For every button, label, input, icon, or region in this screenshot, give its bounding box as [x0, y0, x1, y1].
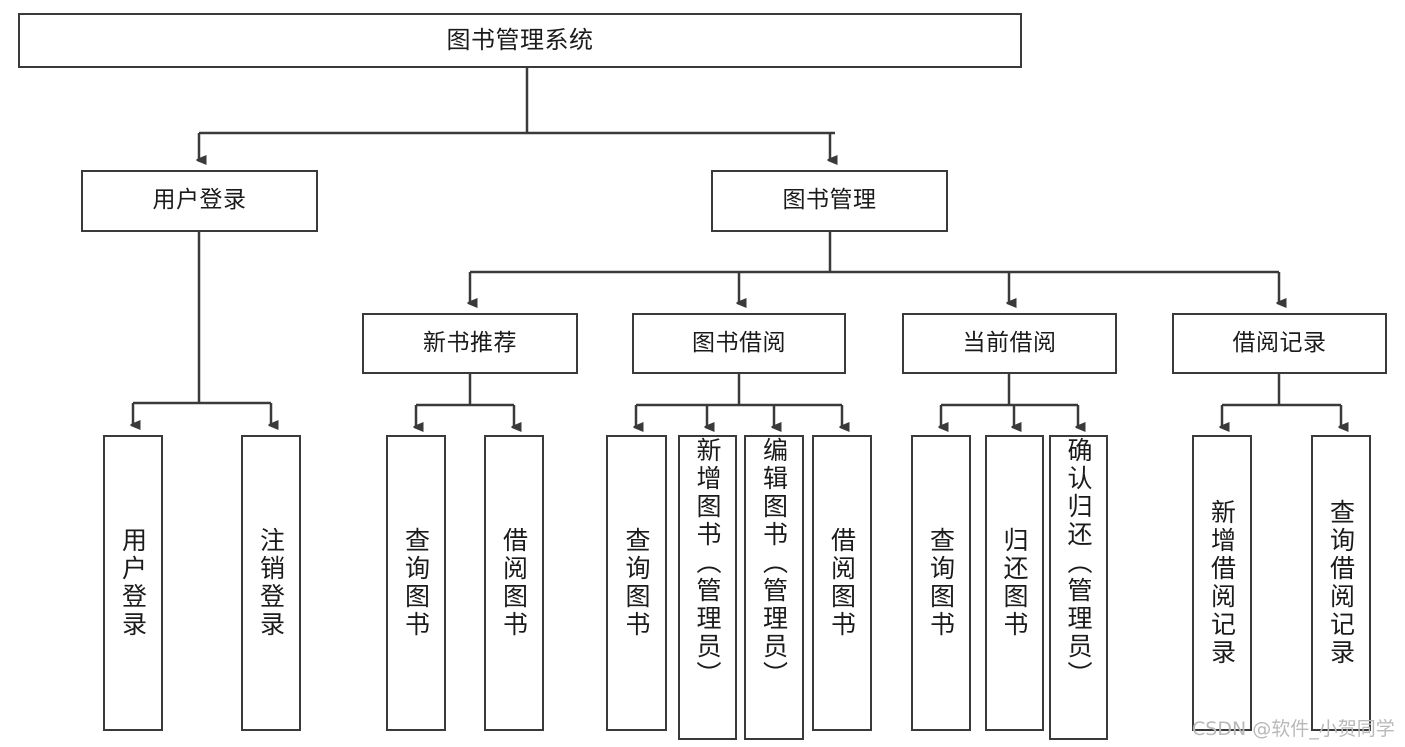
leaf-user-login-label: 用户登录 — [118, 527, 148, 639]
node-book-borrow-label: 图书借阅 — [692, 329, 786, 356]
leaf-query-book-borrow[interactable]: 查询图书 — [606, 435, 667, 731]
leaf-borrow-book-rec[interactable]: 借阅图书 — [484, 435, 544, 731]
leaf-query-book-rec-label: 查询图书 — [401, 527, 431, 639]
leaf-add-book[interactable]: 新增图书（管理员） — [678, 435, 737, 740]
leaf-query-book-current-label: 查询图书 — [926, 527, 956, 639]
node-borrow-record[interactable]: 借阅记录 — [1172, 313, 1387, 374]
node-root[interactable]: 图书管理系统 — [18, 13, 1022, 68]
node-book-manage-label: 图书管理 — [782, 187, 877, 214]
leaf-user-login[interactable]: 用户登录 — [103, 435, 163, 731]
leaf-add-borrow-record-label: 新增借阅记录 — [1207, 499, 1237, 667]
leaf-confirm-return[interactable]: 确认归还（管理员） — [1049, 435, 1108, 740]
leaf-add-book-label: 新增图书（管理员） — [693, 437, 722, 689]
node-book-borrow[interactable]: 图书借阅 — [632, 313, 846, 374]
node-borrow-record-label: 借阅记录 — [1232, 329, 1327, 356]
leaf-logout-label: 注销登录 — [256, 527, 286, 639]
leaf-borrow-book[interactable]: 借阅图书 — [812, 435, 872, 731]
leaf-confirm-return-label: 确认归还（管理员） — [1064, 437, 1093, 689]
node-new-book-recommend-label: 新书推荐 — [423, 329, 517, 356]
leaf-add-borrow-record[interactable]: 新增借阅记录 — [1192, 435, 1252, 731]
leaf-query-book-current[interactable]: 查询图书 — [911, 435, 971, 731]
node-new-book-recommend[interactable]: 新书推荐 — [362, 313, 578, 374]
leaf-query-borrow-record-label: 查询借阅记录 — [1326, 499, 1356, 667]
leaf-return-book[interactable]: 归还图书 — [985, 435, 1044, 731]
leaf-query-book-borrow-label: 查询图书 — [622, 527, 651, 639]
node-root-label: 图书管理系统 — [446, 26, 594, 55]
leaf-borrow-book-rec-label: 借阅图书 — [499, 527, 529, 639]
leaf-return-book-label: 归还图书 — [1000, 527, 1029, 639]
leaf-edit-book-label: 编辑图书（管理员） — [759, 437, 789, 689]
leaf-query-borrow-record[interactable]: 查询借阅记录 — [1311, 435, 1371, 731]
leaf-logout[interactable]: 注销登录 — [241, 435, 301, 731]
csdn-watermark: CSDN @软件_小贺同学 — [1192, 718, 1395, 740]
node-user-login-label: 用户登录 — [152, 187, 247, 214]
node-user-login[interactable]: 用户登录 — [81, 170, 318, 232]
node-current-borrow[interactable]: 当前借阅 — [902, 313, 1117, 374]
leaf-query-book-rec[interactable]: 查询图书 — [386, 435, 446, 731]
node-current-borrow-label: 当前借阅 — [962, 329, 1057, 356]
leaf-edit-book[interactable]: 编辑图书（管理员） — [744, 435, 804, 740]
node-book-manage[interactable]: 图书管理 — [711, 170, 948, 232]
leaf-borrow-book-label: 借阅图书 — [827, 527, 857, 639]
